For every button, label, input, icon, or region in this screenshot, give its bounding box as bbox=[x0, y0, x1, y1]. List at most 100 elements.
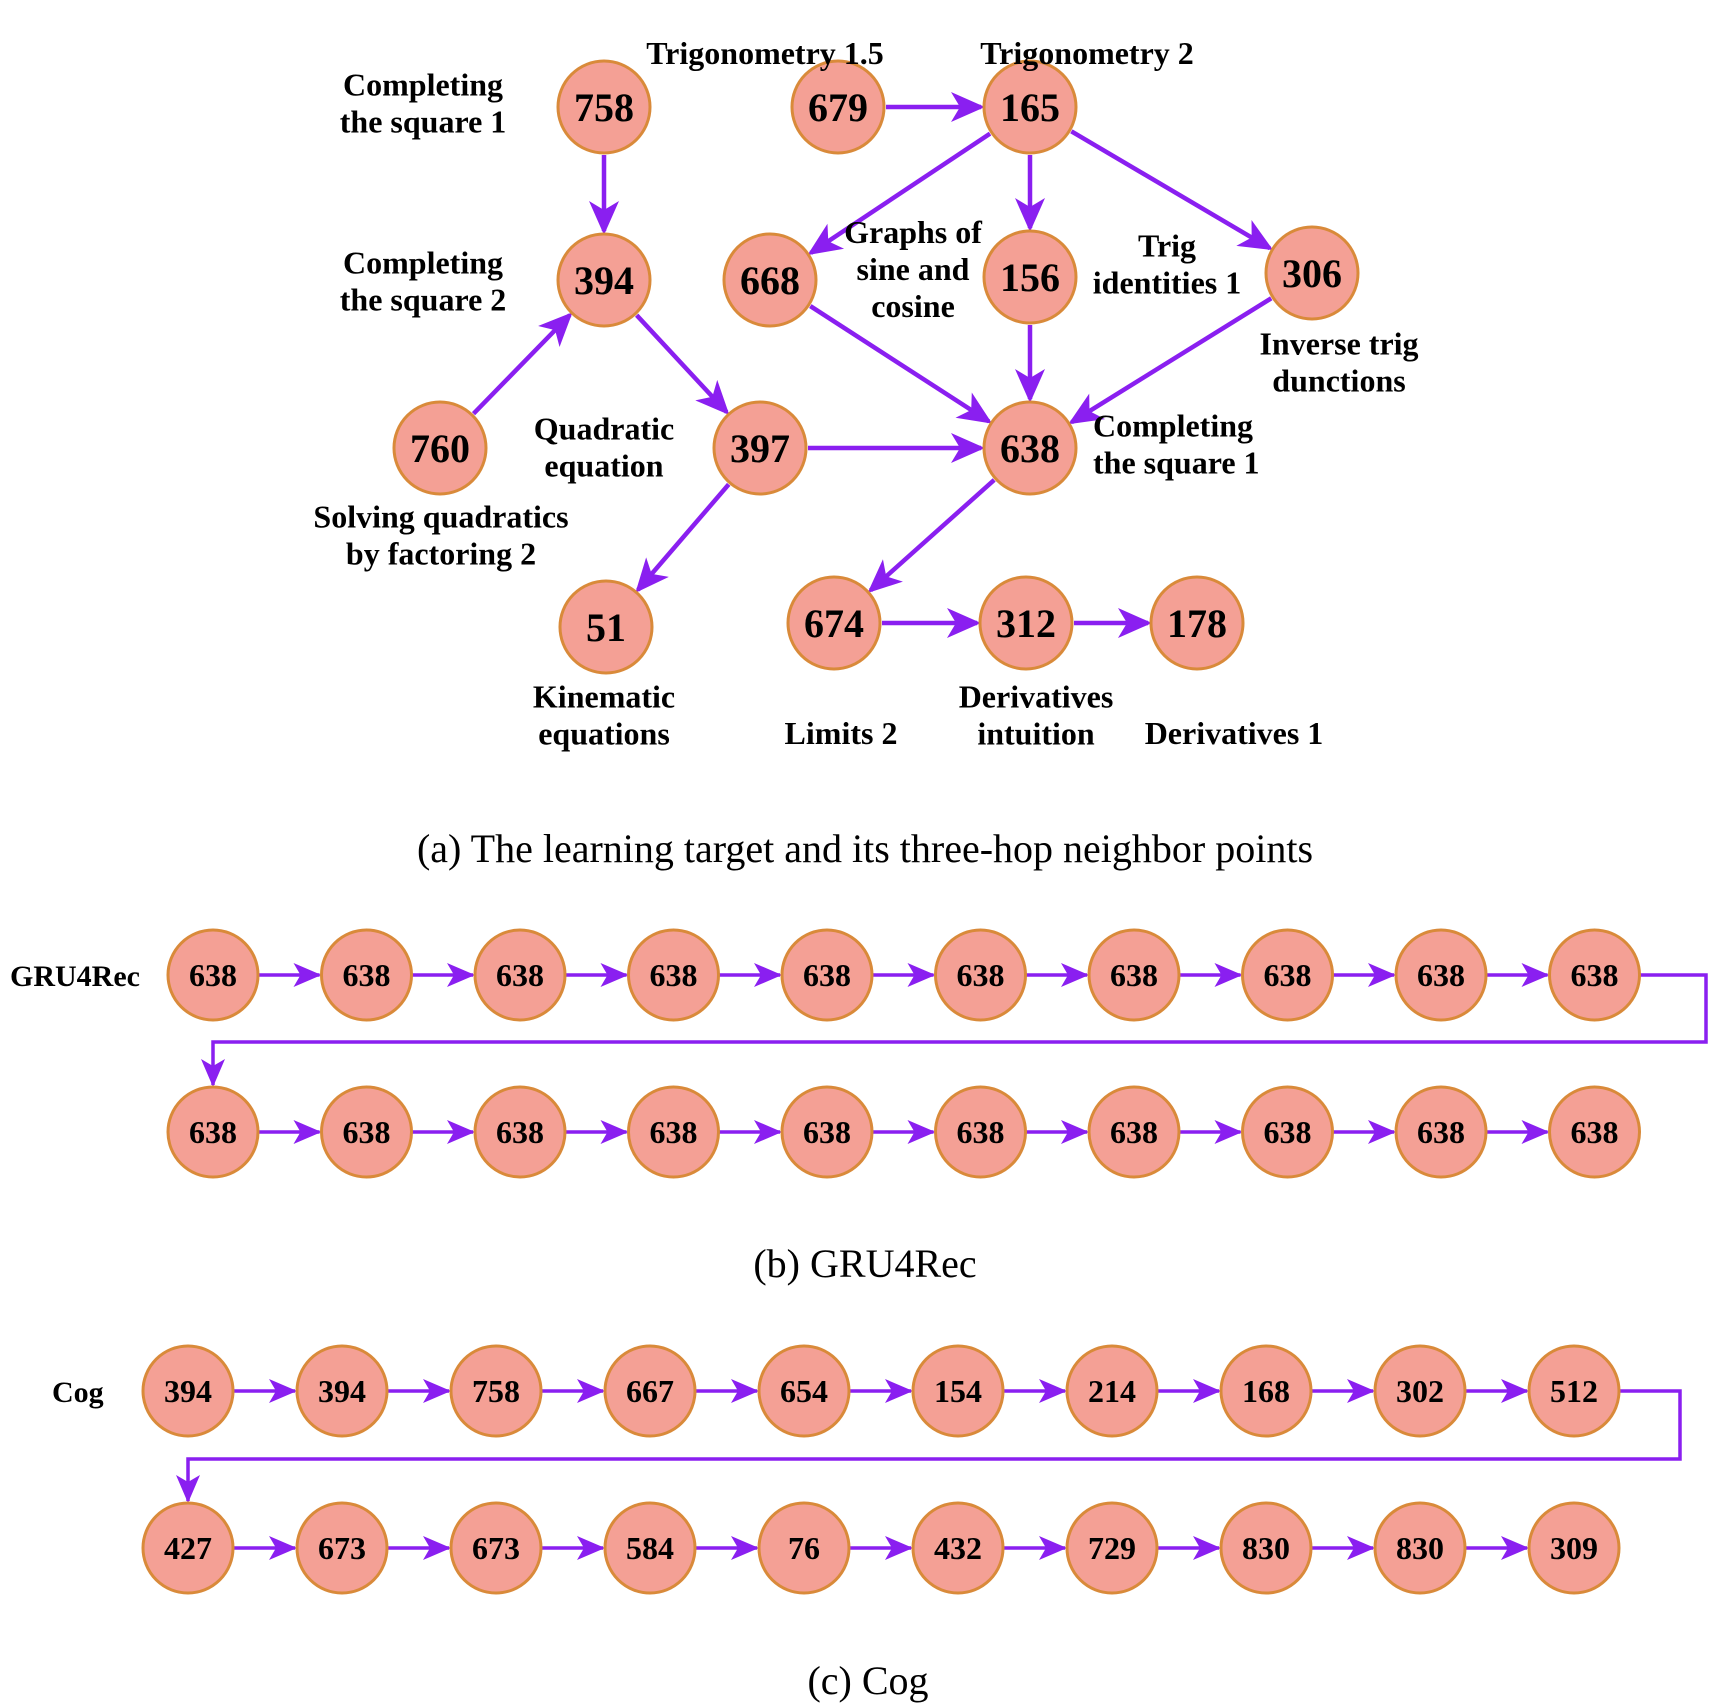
sequence-node-id: 168 bbox=[1242, 1373, 1290, 1409]
sequence-node: 667 bbox=[603, 1344, 697, 1438]
graph-node-label-line: intuition bbox=[977, 716, 1095, 752]
sequence-node-circle bbox=[1548, 928, 1641, 1022]
sequence-node-circle bbox=[603, 1501, 697, 1595]
graph-node-id: 758 bbox=[574, 85, 634, 130]
graph-node-circle bbox=[558, 579, 654, 675]
graph-node-circle bbox=[790, 59, 886, 155]
sequence-node-id: 394 bbox=[318, 1373, 366, 1409]
sequence-node: 729 bbox=[1065, 1501, 1159, 1595]
edge-306-to-638 bbox=[1068, 296, 1273, 425]
sequence-node-circle bbox=[1394, 1085, 1488, 1179]
sequence-node-id: 830 bbox=[1396, 1530, 1444, 1566]
graph-node-760: 760 bbox=[392, 400, 488, 496]
edge-760-to-394 bbox=[471, 312, 573, 416]
graph-node-674: 674 bbox=[786, 575, 882, 671]
sequence-node: 302 bbox=[1373, 1344, 1467, 1438]
graph-node-id: 306 bbox=[1282, 251, 1342, 296]
sequence-node-circle bbox=[1241, 928, 1334, 1022]
sequence-node-circle bbox=[295, 1501, 389, 1595]
sequence-node-id: 638 bbox=[957, 957, 1005, 993]
sequence-node-id: 638 bbox=[1417, 1114, 1465, 1150]
graph-node-circle bbox=[392, 400, 488, 496]
graph-node-312: 312 bbox=[978, 575, 1074, 671]
sequence-node-circle bbox=[911, 1344, 1005, 1438]
sequence-node-circle bbox=[603, 1344, 697, 1438]
graph-node-156: 156 bbox=[982, 229, 1078, 325]
graph-node-circle bbox=[722, 232, 818, 328]
sequence-node: 309 bbox=[1527, 1501, 1621, 1595]
graph-node-label-line: Completing bbox=[343, 245, 503, 281]
sequence-node-circle bbox=[1373, 1344, 1467, 1438]
graph-node-label-line: the square 1 bbox=[340, 104, 507, 140]
sequence-node: 168 bbox=[1219, 1344, 1313, 1438]
graph-node-679: 679 bbox=[790, 59, 886, 155]
sequence-node: 758 bbox=[449, 1344, 543, 1438]
sequence-wrap-arrow bbox=[176, 1389, 1682, 1503]
sequence-node: 638 bbox=[627, 928, 720, 1022]
graph-node-id: 760 bbox=[410, 426, 470, 471]
graph-node-label-line: Completing bbox=[1093, 408, 1253, 444]
sequence-node-circle bbox=[141, 1344, 235, 1438]
sequence-node-id: 673 bbox=[472, 1530, 520, 1566]
graph-node-label-line: sine and bbox=[857, 251, 970, 287]
graph-node-label-line: Derivatives bbox=[959, 679, 1114, 715]
sequence-node-id: 638 bbox=[803, 1114, 851, 1150]
sequence-node-id: 638 bbox=[1264, 1114, 1312, 1150]
graph-node-label-165: Trigonometry 2 bbox=[980, 35, 1194, 71]
sequence-node-circle bbox=[1087, 1085, 1181, 1179]
sequence-node: 394 bbox=[295, 1344, 389, 1438]
graph-node-668: 668 bbox=[722, 232, 818, 328]
panel-b-caption: (b) GRU4Rec bbox=[753, 1241, 976, 1286]
edge-638-to-674 bbox=[867, 478, 996, 594]
edge-165-to-668 bbox=[807, 131, 992, 256]
graph-node-id: 397 bbox=[730, 426, 790, 471]
graph-node-638: 638 bbox=[982, 400, 1078, 496]
sequence-node-id: 427 bbox=[164, 1530, 212, 1566]
sequence-node-circle bbox=[1219, 1344, 1313, 1438]
graph-node-758: 758 bbox=[556, 59, 652, 155]
sequence-node: 584 bbox=[603, 1501, 697, 1595]
graph-node-circle bbox=[712, 400, 808, 496]
graph-node-id: 312 bbox=[996, 601, 1056, 646]
graph-node-label-line: Quadratic bbox=[534, 411, 674, 447]
graph-node-id: 51 bbox=[586, 605, 626, 650]
sequence-node-id: 638 bbox=[1110, 957, 1158, 993]
graph-node-circle bbox=[1149, 575, 1245, 671]
sequence-node-id: 638 bbox=[1571, 1114, 1619, 1150]
edge-165-to-306 bbox=[1070, 129, 1274, 251]
sequence-node-circle bbox=[780, 928, 874, 1022]
sequence-node: 638 bbox=[320, 928, 413, 1022]
panel-b-row-label: GRU4Rec bbox=[10, 960, 140, 993]
sequence-node-circle bbox=[757, 1344, 851, 1438]
edge-397-to-51 bbox=[635, 482, 731, 593]
graph-node-circle bbox=[982, 229, 1078, 325]
sequence-node-circle bbox=[1087, 928, 1181, 1022]
graph-node-label-line: by factoring 2 bbox=[346, 536, 536, 572]
sequence-node: 638 bbox=[1394, 1085, 1488, 1179]
sequence-node: 638 bbox=[934, 1085, 1027, 1179]
sequence-node-id: 638 bbox=[343, 957, 391, 993]
graph-node-circle bbox=[556, 232, 652, 328]
edge-394-to-397 bbox=[635, 313, 730, 416]
sequence-node-id: 638 bbox=[1417, 957, 1465, 993]
sequence-node-id: 309 bbox=[1550, 1530, 1598, 1566]
graph-node-label-679: Trigonometry 1.5 bbox=[646, 35, 884, 71]
sequence-node-id: 154 bbox=[934, 1373, 982, 1409]
panel-a-caption: (a) The learning target and its three-ho… bbox=[417, 826, 1313, 871]
graph-node-circle bbox=[786, 575, 882, 671]
sequence-node: 432 bbox=[911, 1501, 1005, 1595]
sequence-node-id: 302 bbox=[1396, 1373, 1444, 1409]
sequence-node-circle bbox=[1241, 1085, 1334, 1179]
sequence-node-circle bbox=[166, 928, 260, 1022]
sequence-node-circle bbox=[757, 1501, 851, 1595]
sequence-node-id: 638 bbox=[189, 1114, 237, 1150]
graph-node-id: 679 bbox=[808, 85, 868, 130]
sequence-node-id: 638 bbox=[1264, 957, 1312, 993]
sequence-node-circle bbox=[934, 1085, 1027, 1179]
